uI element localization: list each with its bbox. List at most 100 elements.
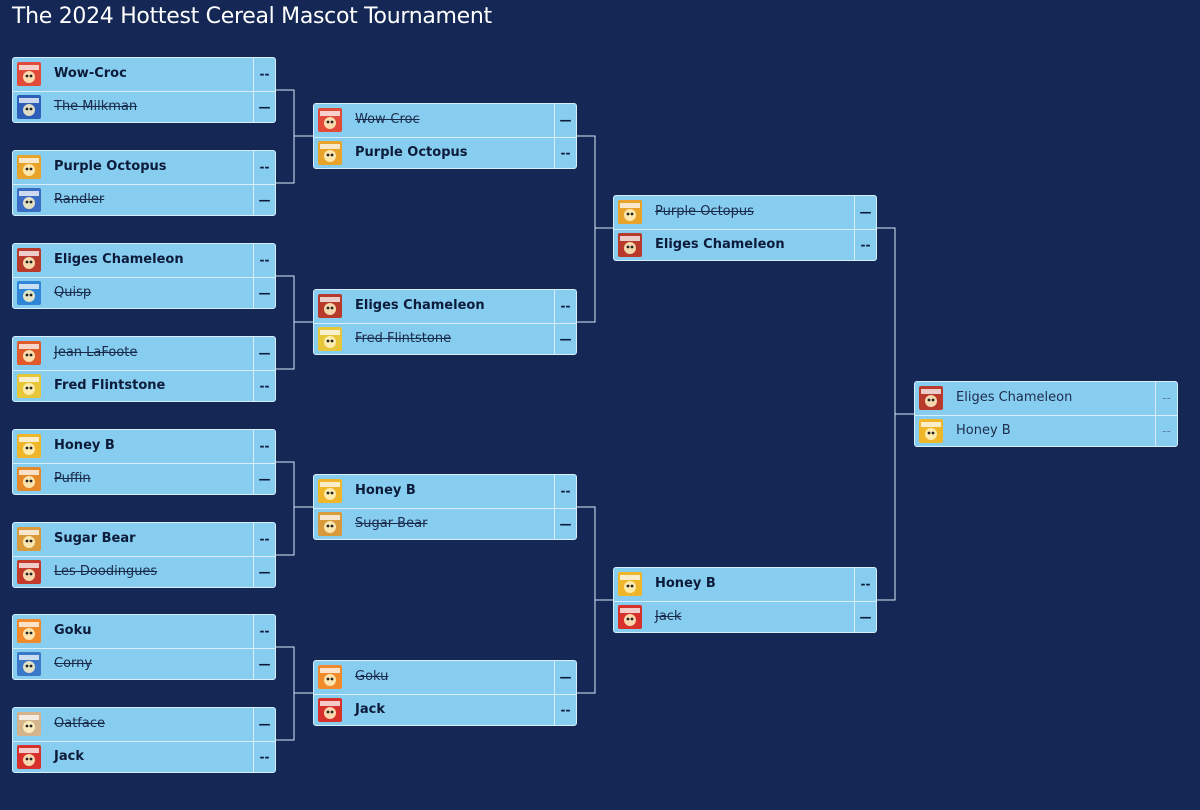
bracket-entry[interactable]: Eliges Chameleon -- bbox=[13, 244, 275, 278]
bracket-entry[interactable]: Purple Octopus-- bbox=[314, 137, 576, 168]
mascot-name: Sugar Bear bbox=[54, 531, 136, 546]
score: -- bbox=[1155, 382, 1177, 415]
cereal-box-icon bbox=[618, 605, 642, 629]
bracket-entry[interactable]: Fred Flintstone-- bbox=[13, 370, 275, 401]
cereal-box-icon bbox=[17, 652, 41, 676]
match-box: Honey B --Puffin— bbox=[12, 429, 276, 495]
mascot-name: Jack bbox=[655, 609, 682, 624]
mascot-name: Sugar Bear bbox=[355, 516, 428, 531]
cereal-box-icon bbox=[318, 665, 342, 689]
mascot-name: Eliges Chameleon bbox=[355, 298, 485, 313]
score: -- bbox=[554, 137, 576, 168]
cereal-box-icon bbox=[318, 479, 342, 503]
score: — bbox=[253, 277, 275, 308]
bracket-entry[interactable]: Honey B-- bbox=[915, 415, 1177, 446]
bracket-entry[interactable]: Eliges Chameleon -- bbox=[915, 382, 1177, 416]
connector-line bbox=[276, 275, 313, 370]
mascot-name: Goku bbox=[54, 623, 92, 638]
bracket-entry[interactable]: Goku— bbox=[314, 661, 576, 695]
score: -- bbox=[854, 229, 876, 260]
score: -- bbox=[253, 615, 275, 648]
bracket-entry[interactable]: Eliges Chameleon-- bbox=[614, 229, 876, 260]
mascot-name: Goku bbox=[355, 669, 389, 684]
cereal-box-icon bbox=[17, 155, 41, 179]
mascot-name: Fred Flintstone bbox=[54, 378, 166, 393]
bracket-entry[interactable]: The Milkman— bbox=[13, 91, 275, 122]
match-box: Goku—Jack-- bbox=[313, 660, 577, 726]
cereal-box-icon bbox=[618, 200, 642, 224]
mascot-name: Wow-Croc bbox=[54, 66, 127, 81]
mascot-name: Puffin bbox=[54, 471, 91, 486]
score: — bbox=[253, 556, 275, 587]
bracket-entry[interactable]: Honey B-- bbox=[614, 568, 876, 602]
score: — bbox=[253, 708, 275, 741]
match-box: Purple Octopus —Eliges Chameleon-- bbox=[613, 195, 877, 261]
cereal-box-icon bbox=[17, 341, 41, 365]
bracket-entry[interactable]: Sugar Bear — bbox=[314, 508, 576, 539]
bracket-entry[interactable]: Goku -- bbox=[13, 615, 275, 649]
mascot-name: Fred Flintstone bbox=[355, 331, 452, 346]
cereal-box-icon bbox=[618, 233, 642, 257]
cereal-box-icon bbox=[17, 434, 41, 458]
cereal-box-icon bbox=[17, 281, 41, 305]
bracket-entry[interactable]: Wow-Croc— bbox=[314, 104, 576, 138]
page-title: The 2024 Hottest Cereal Mascot Tournamen… bbox=[12, 4, 492, 29]
bracket-entry[interactable]: Puffin— bbox=[13, 463, 275, 494]
score: -- bbox=[253, 430, 275, 463]
cereal-box-icon bbox=[318, 512, 342, 536]
score: -- bbox=[253, 244, 275, 277]
bracket-entry[interactable]: Jack-- bbox=[13, 741, 275, 772]
match-box: Oatface —Jack-- bbox=[12, 707, 276, 773]
bracket-entry[interactable]: Honey B-- bbox=[314, 475, 576, 509]
cereal-box-icon bbox=[318, 141, 342, 165]
mascot-name: The Milkman bbox=[54, 99, 138, 114]
bracket-entry[interactable]: Jean LaFoote— bbox=[13, 337, 275, 371]
connector-line bbox=[276, 646, 313, 741]
score: — bbox=[253, 184, 275, 215]
connector-line bbox=[276, 89, 313, 184]
score: — bbox=[854, 196, 876, 229]
bracket-entry[interactable]: Fred Flintstone— bbox=[314, 323, 576, 354]
score: -- bbox=[253, 58, 275, 91]
mascot-name: Purple Octopus bbox=[54, 159, 167, 174]
mascot-name: Purple Octopus bbox=[655, 204, 754, 219]
match-box: Wow-Croc --The Milkman— bbox=[12, 57, 276, 123]
cereal-box-icon bbox=[318, 294, 342, 318]
bracket-entry[interactable]: Les Doodingues— bbox=[13, 556, 275, 587]
connector-line bbox=[577, 135, 613, 323]
bracket-entry[interactable]: Wow-Croc -- bbox=[13, 58, 275, 92]
score: — bbox=[554, 508, 576, 539]
cereal-box-icon bbox=[919, 386, 943, 410]
score: -- bbox=[554, 694, 576, 725]
cereal-box-icon bbox=[17, 95, 41, 119]
bracket-entry[interactable]: Oatface — bbox=[13, 708, 275, 742]
mascot-name: Honey B bbox=[54, 438, 115, 453]
connector-line bbox=[276, 461, 313, 556]
cereal-box-icon bbox=[318, 108, 342, 132]
cereal-box-icon bbox=[17, 712, 41, 736]
cereal-box-icon bbox=[17, 467, 41, 491]
bracket-entry[interactable]: Jack-- bbox=[314, 694, 576, 725]
mascot-name: Eliges Chameleon bbox=[956, 390, 1073, 405]
mascot-name: Oatface bbox=[54, 716, 105, 731]
bracket-entry[interactable]: Eliges Chameleon -- bbox=[314, 290, 576, 324]
match-box: Eliges Chameleon --Fred Flintstone— bbox=[313, 289, 577, 355]
score: -- bbox=[554, 290, 576, 323]
bracket-entry[interactable]: Corny— bbox=[13, 648, 275, 679]
bracket-entry[interactable]: Purple Octopus — bbox=[614, 196, 876, 230]
bracket-entry[interactable]: Quisp— bbox=[13, 277, 275, 308]
bracket-entry[interactable]: Jack— bbox=[614, 601, 876, 632]
mascot-name: Honey B bbox=[956, 423, 1011, 438]
match-box: Wow-Croc—Purple Octopus-- bbox=[313, 103, 577, 169]
bracket-entry[interactable]: Purple Octopus-- bbox=[13, 151, 275, 185]
score: -- bbox=[554, 475, 576, 508]
bracket-entry[interactable]: Randler— bbox=[13, 184, 275, 215]
cereal-box-icon bbox=[17, 374, 41, 398]
cereal-box-icon bbox=[919, 419, 943, 443]
match-box: Sugar Bear--Les Doodingues— bbox=[12, 522, 276, 588]
bracket-entry[interactable]: Honey B -- bbox=[13, 430, 275, 464]
bracket-entry[interactable]: Sugar Bear-- bbox=[13, 523, 275, 557]
cereal-box-icon bbox=[17, 619, 41, 643]
cereal-box-icon bbox=[17, 527, 41, 551]
mascot-name: Eliges Chameleon bbox=[54, 252, 184, 267]
